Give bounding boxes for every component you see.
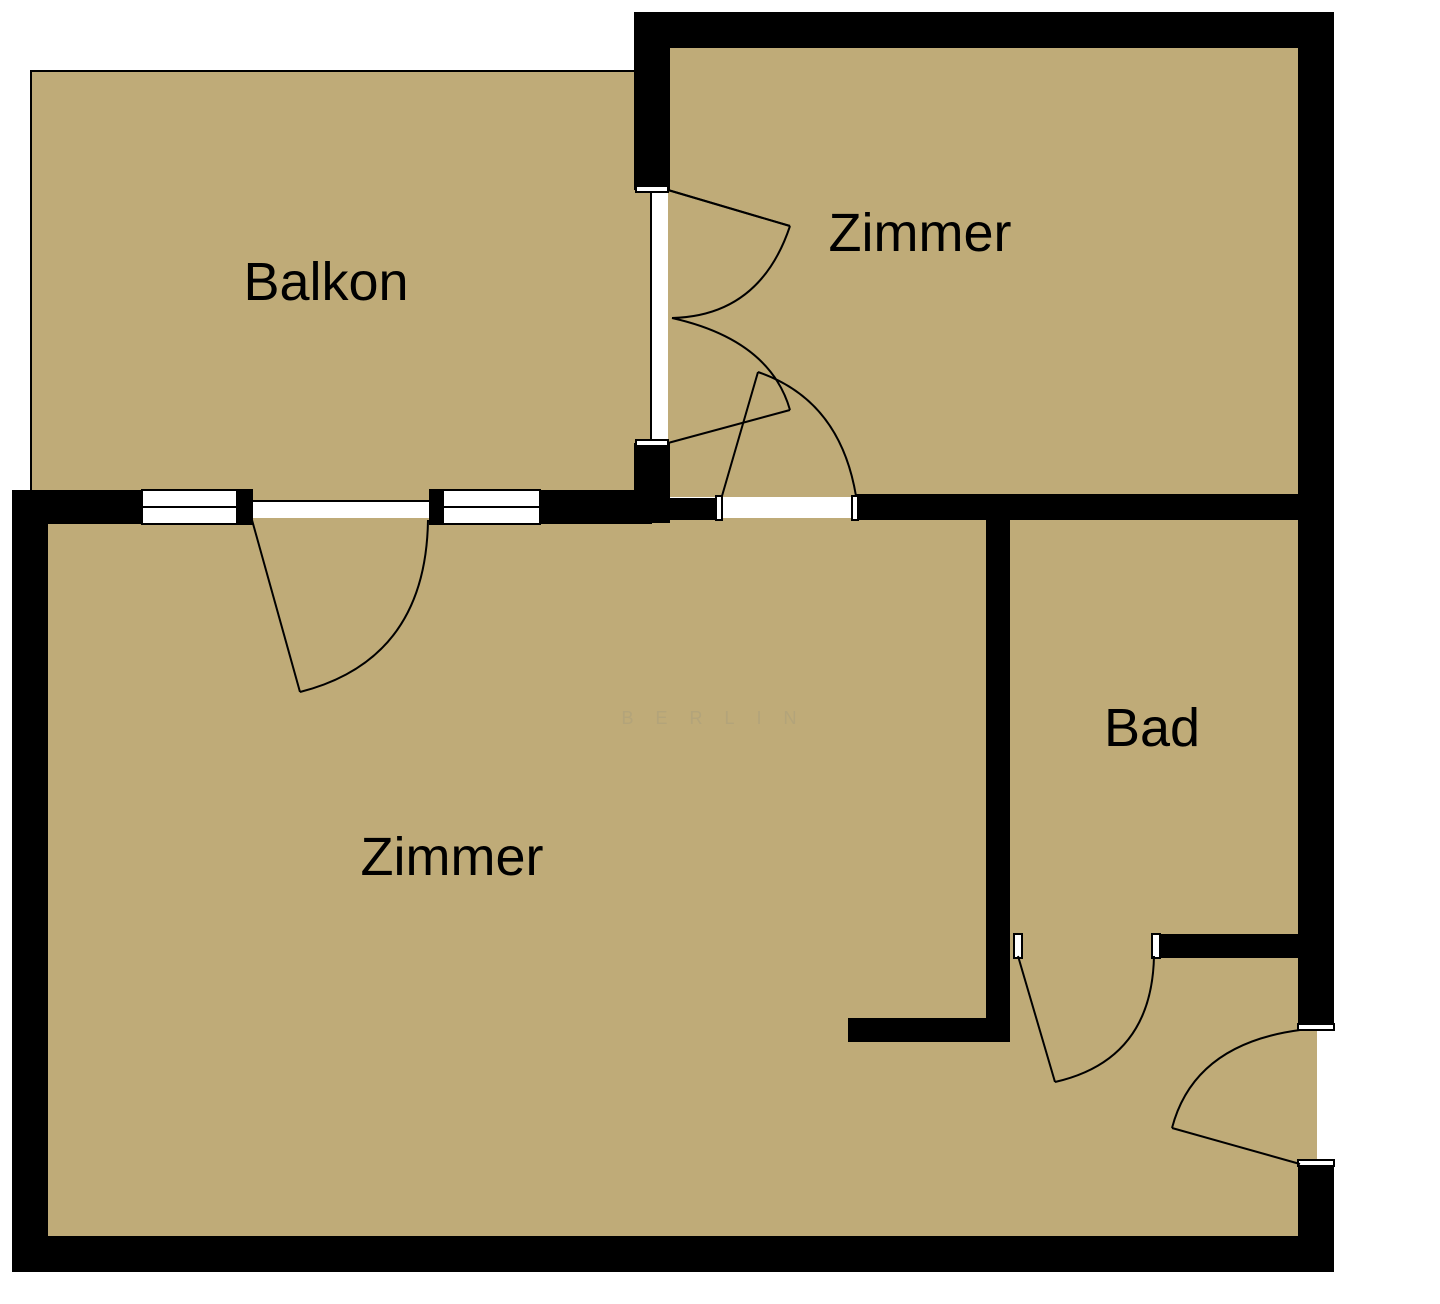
room-label-balkon: Balkon (243, 252, 408, 312)
room-main-floor (47, 518, 1317, 1236)
door-jamb (1297, 1159, 1335, 1167)
walls (12, 12, 1334, 1272)
door-jamb (635, 439, 669, 447)
door-entrance (1171, 1029, 1301, 1165)
door-balcony-top-room (667, 189, 791, 444)
room-top-floor (668, 47, 1300, 497)
watermark-text: BERLIN (621, 708, 818, 728)
room-label-zimmer-main: Zimmer (361, 827, 544, 887)
door-jamb (1297, 1023, 1335, 1031)
room-label-zimmer-top: Zimmer (829, 203, 1012, 263)
door-jamb (715, 495, 723, 521)
door-jamb (1013, 933, 1023, 959)
door-jamb (851, 495, 859, 521)
window-left (141, 489, 253, 525)
door-jamb (635, 185, 669, 193)
door-balcony-main-room (251, 519, 429, 693)
door-jamb (1151, 933, 1161, 959)
door-main-top-room (721, 371, 857, 497)
room-label-bad: Bad (1104, 698, 1200, 758)
window-right (429, 489, 541, 525)
balcony-floor (30, 70, 652, 502)
door-bathroom (1017, 955, 1155, 1083)
